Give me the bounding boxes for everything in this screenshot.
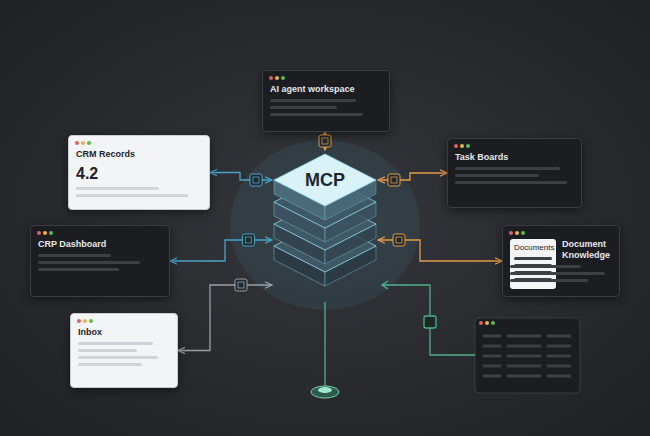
connector-icon	[393, 234, 405, 246]
connector-icon	[235, 279, 247, 291]
content-line	[38, 268, 119, 271]
connector	[210, 173, 272, 181]
connector-icon	[243, 234, 255, 246]
window-title: Task Boards	[455, 152, 574, 163]
window-title: Inbox	[78, 327, 170, 338]
metric-value: 4.2	[76, 164, 202, 183]
window-title: Document Knowledge	[510, 239, 612, 261]
icon-glyph	[396, 237, 402, 243]
icon-glyph	[391, 177, 397, 183]
icon-glyph	[246, 237, 252, 243]
content-line	[76, 187, 159, 190]
content-line	[270, 99, 356, 102]
content-line	[38, 254, 111, 257]
window-title: CRM Records	[76, 149, 202, 160]
document-window: DocumentsDocument Knowledge	[502, 225, 620, 297]
content-line	[78, 349, 137, 352]
task-window: Task Boards	[447, 138, 582, 208]
content-line	[78, 363, 142, 366]
content-line	[510, 272, 605, 275]
content-line	[455, 181, 567, 184]
content-line	[455, 174, 539, 177]
connector-icon	[250, 174, 262, 186]
connector-icon	[388, 174, 400, 186]
icon-glyph	[322, 138, 328, 144]
agent-window: AI agent workspace	[262, 70, 390, 132]
base-connector	[311, 302, 339, 398]
table-wire	[382, 281, 475, 355]
mcp-hub: MCP	[272, 150, 378, 300]
card-title: Documents	[514, 243, 552, 253]
crm-window: CRM Records 4.2	[68, 135, 210, 210]
connector-icon	[319, 135, 331, 147]
hub-label: MCP	[272, 170, 378, 191]
dashboard-window: CRP Dashboard	[30, 225, 170, 297]
content-line	[455, 167, 560, 170]
connector	[178, 285, 272, 351]
content-line	[78, 356, 158, 359]
connector	[170, 240, 272, 261]
inbox-window: Inbox	[70, 313, 178, 388]
text-line	[514, 257, 552, 260]
table-window	[475, 318, 580, 393]
icon-glyph	[238, 282, 244, 288]
content-line	[38, 261, 140, 264]
content-line	[270, 113, 363, 116]
window-title: CRP Dashboard	[38, 239, 162, 250]
content-line	[78, 342, 153, 345]
content-line	[510, 279, 588, 282]
content-line	[76, 194, 188, 197]
content-line	[510, 265, 581, 268]
content-line	[270, 106, 337, 109]
window-title: AI agent workspace	[270, 84, 382, 95]
icon-glyph	[253, 177, 259, 183]
